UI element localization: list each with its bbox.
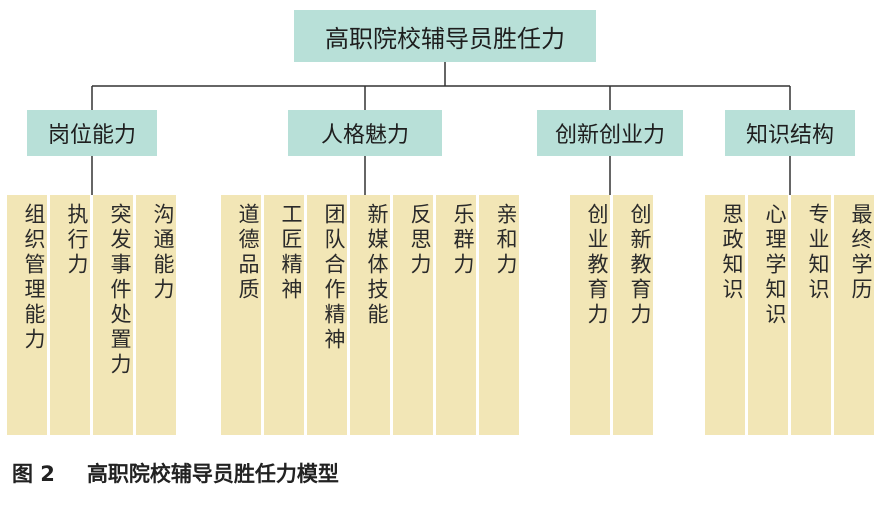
leaf-sociability: 乐群力 [436, 195, 476, 435]
leaf-ideological-knowledge: 思政知识 [705, 195, 745, 435]
category-knowledge-structure: 知识结构 [725, 110, 855, 156]
leaf-moral-quality: 道德品质 [221, 195, 261, 435]
leaf-psychology-knowledge: 心理学知识 [748, 195, 788, 435]
leaf-emergency-handling: 突发事件处置力 [93, 195, 133, 435]
leaf-communication: 沟通能力 [136, 195, 176, 435]
leaf-entrepreneurship-education: 创业教育力 [570, 195, 610, 435]
leaf-highest-degree: 最终学历 [834, 195, 874, 435]
leaf-teamwork: 团队合作精神 [307, 195, 347, 435]
leaf-affinity: 亲和力 [479, 195, 519, 435]
leaf-organization-management: 组织管理能力 [7, 195, 47, 435]
figure-caption: 图 2 高职院校辅导员胜任力模型 [12, 458, 339, 488]
figure-number: 图 2 [12, 462, 55, 486]
category-innovation-entrepreneurship: 创新创业力 [537, 110, 683, 156]
root-node: 高职院校辅导员胜任力 [294, 10, 596, 62]
category-personal-charm: 人格魅力 [288, 110, 442, 156]
leaf-execution: 执行力 [50, 195, 90, 435]
leaf-reflection: 反思力 [393, 195, 433, 435]
category-job-ability: 岗位能力 [27, 110, 157, 156]
leaf-new-media-skills: 新媒体技能 [350, 195, 390, 435]
leaf-craftsmanship: 工匠精神 [264, 195, 304, 435]
leaf-professional-knowledge: 专业知识 [791, 195, 831, 435]
leaf-innovation-education: 创新教育力 [613, 195, 653, 435]
figure-title: 高职院校辅导员胜任力模型 [86, 462, 339, 486]
